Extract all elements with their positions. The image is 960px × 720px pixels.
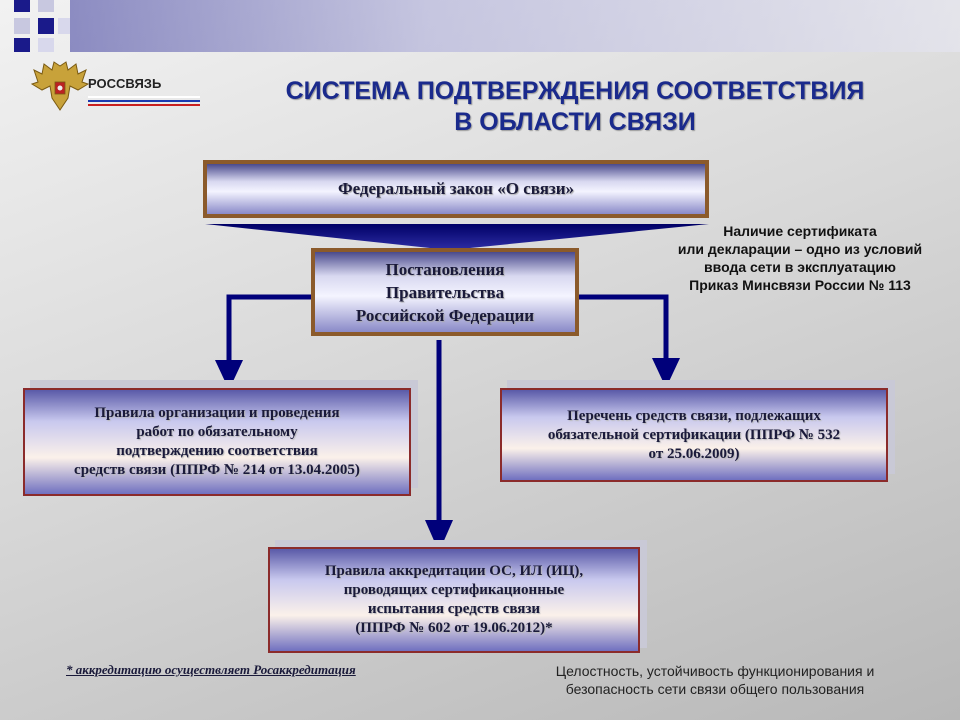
note-line: ввода сети в эксплуатацию [704,259,896,275]
decor-square [14,18,30,34]
logo-text: РОССВЯЗЬ [88,76,162,91]
bottom-note-line: Целостность, устойчивость функционирован… [555,663,875,679]
arrowhead-down [425,520,453,552]
header-gradient-bar [70,0,960,52]
decor-square [38,38,54,52]
decor-square [58,18,70,34]
accreditation-line: проводящих сертификационные [343,582,565,598]
title-line-1: СИСТЕМА ПОДТВЕРЖДЕНИЯ СООТВЕТСТВИЯ [285,77,865,105]
decor-square [38,18,54,34]
accreditation-line: испытания средств связи [367,601,541,617]
list-line: от 25.06.2009) [648,445,740,462]
rules-line: Правила организации и проведения [94,405,340,421]
certificate-note: Наличие сертификата или декларации – одн… [640,222,960,294]
rules-line: средств связи (ППРФ № 214 от 13.04.2005) [74,462,360,478]
gov-line: Постановления [385,259,505,279]
connector-left [226,294,311,378]
title-line-2: В ОБЛАСТИ СВЯЗИ [454,108,696,136]
page-title: СИСТЕМА ПОДТВЕРЖДЕНИЯ СООТВЕТСТВИЯ В ОБЛ… [215,76,935,138]
arrowhead-left [215,360,243,390]
double-headed-eagle-emblem [30,61,90,111]
government-resolutions-box: Постановления Правительства Российской Ф… [311,248,579,336]
decor-square [38,0,54,12]
note-line: Наличие сертификата [723,223,877,239]
logo-stripe-red [88,104,200,106]
gov-line: Правительства [385,282,505,302]
decor-square [14,38,30,52]
mandatory-certification-list-box: Перечень средств связи, подлежащих обяза… [500,388,888,482]
arrowhead-right [652,358,680,388]
accreditation-footnote: * аккредитацию осуществляет Росаккредита… [66,662,356,677]
accreditation-line: (ППРФ № 602 от 19.06.2012)* [355,620,553,636]
gov-line: Российской Федерации [355,305,535,325]
conformity-rules-box: Правила организации и проведения работ п… [23,388,411,496]
logo-stripe-blue [88,100,200,102]
network-integrity-note: Целостность, устойчивость функционирован… [505,662,925,698]
funnel-arrow [205,224,709,248]
note-line: Приказ Минсвязи России № 113 [689,277,911,293]
bottom-note-line: безопасность сети связи общего пользован… [565,681,865,697]
accreditation-rules-box: Правила аккредитации ОС, ИЛ (ИЦ), провод… [268,547,640,653]
connector-right [579,294,669,360]
rules-line: работ по обязательному [136,424,298,440]
decor-square [14,0,30,12]
accreditation-line: Правила аккредитации ОС, ИЛ (ИЦ), [324,563,584,579]
list-line: Перечень средств связи, подлежащих [567,407,821,424]
logo-stripe-white [88,96,200,98]
federal-law-box: Федеральный закон «О связи» [203,160,709,218]
list-line: обязательной сертификации (ППРФ № 532 [547,426,841,443]
note-line: или декларации – одно из условий [677,241,923,257]
rules-line: подтверждению соответствия [116,443,318,459]
